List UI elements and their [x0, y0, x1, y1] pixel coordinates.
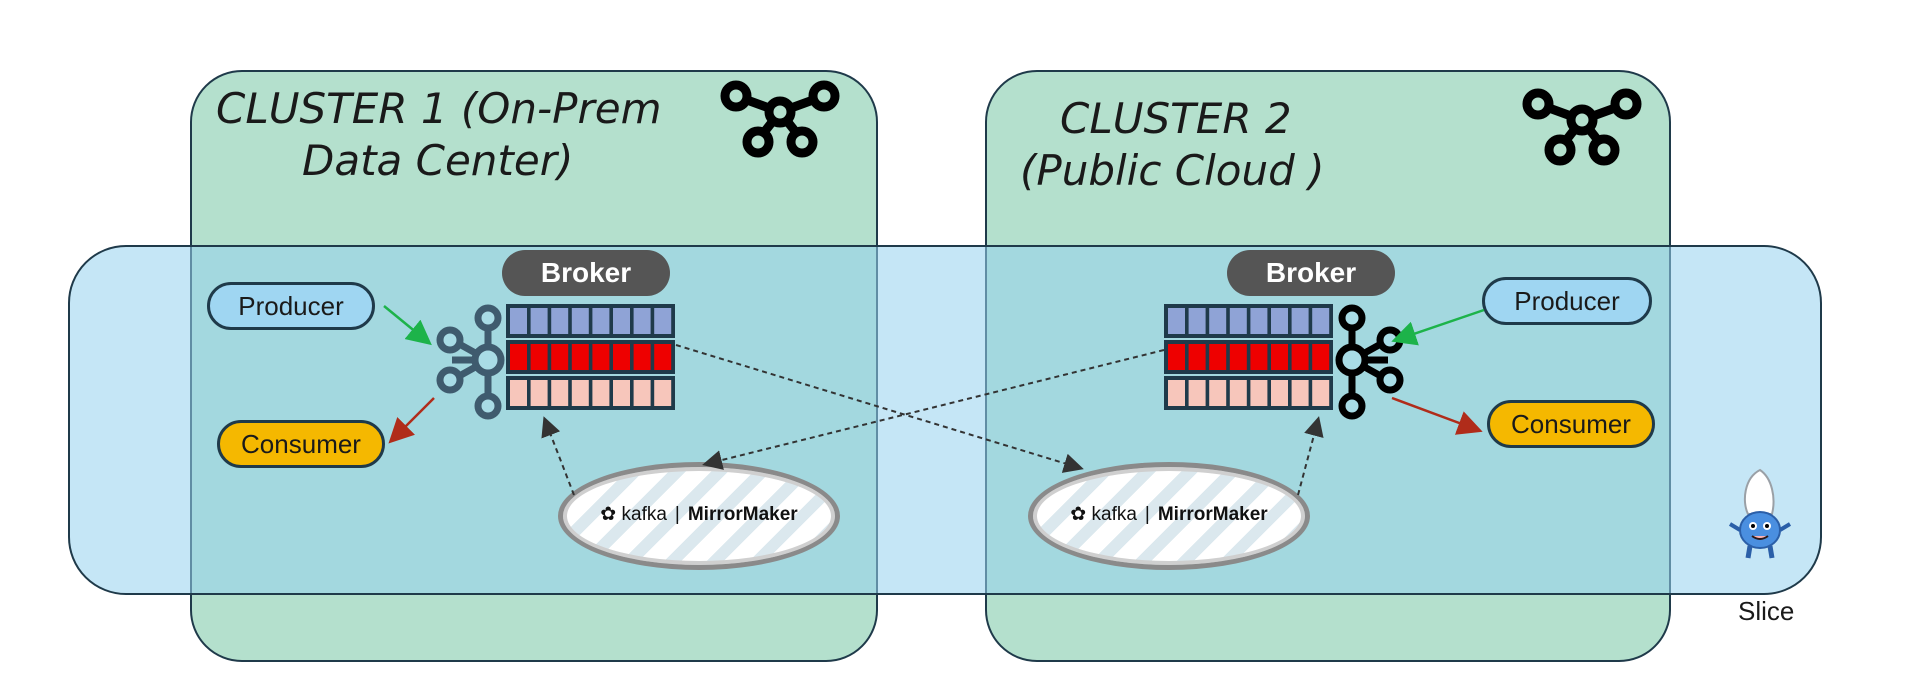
- broker-right-label: Broker: [1227, 250, 1395, 296]
- partition-cell: [1291, 380, 1309, 406]
- partition-cell: [510, 380, 527, 406]
- partition-cell: [1250, 344, 1268, 370]
- partition-cell: [1250, 308, 1268, 334]
- cluster-1-title-line1: CLUSTER 1 (On-Prem: [216, 84, 662, 133]
- partition-cell: [654, 344, 672, 370]
- broker-left-partitions: [506, 304, 675, 410]
- partition-cell: [1188, 308, 1206, 334]
- partition-cell: [1209, 380, 1227, 406]
- cluster-2-title-line2: (Public Cloud ): [1020, 146, 1325, 195]
- kafka-small-icon: ✿: [600, 504, 617, 525]
- partition-cell: [1229, 344, 1247, 370]
- consumer-left: Consumer: [217, 420, 385, 468]
- arrow-left-mm-to-broker: [541, 416, 575, 496]
- mm-sep: |: [1144, 504, 1150, 525]
- partition-cell: [530, 344, 548, 370]
- partition-cell: [592, 308, 610, 334]
- partition-cell: [1291, 308, 1309, 334]
- broker-left-label: Broker: [502, 250, 670, 296]
- partition-cell: [1168, 380, 1185, 406]
- arrow-right-broker-to-left-mm: [702, 349, 1165, 470]
- partition-cell: [1312, 380, 1330, 406]
- producer-right: Producer: [1482, 277, 1652, 325]
- mirrormaker-left: ✿ kafka | MirrorMaker: [558, 462, 840, 570]
- partition-cell: [1271, 380, 1288, 406]
- partition-cell: [1312, 308, 1330, 334]
- cluster-2-title-line1: CLUSTER 2: [1060, 94, 1292, 143]
- mm-name: MirrorMaker: [687, 504, 798, 525]
- kafka-hub-icon-right: [1335, 304, 1404, 420]
- partition-cell: [1168, 308, 1185, 334]
- arrow-producer-right: [1391, 308, 1485, 346]
- partition-cell: [530, 308, 548, 334]
- mirrormaker-left-label: ✿ kafka | MirrorMaker: [563, 503, 835, 526]
- arrow-right-mm-to-broker: [1297, 416, 1324, 496]
- partition-cell: [1188, 344, 1206, 370]
- partition-cell: [1250, 380, 1268, 406]
- partition-cell: [613, 380, 630, 406]
- partition-cell: [1291, 344, 1309, 370]
- mm-name: MirrorMaker: [1157, 504, 1268, 525]
- partition-cell: [1168, 344, 1185, 370]
- partition-cell: [633, 344, 651, 370]
- partition-cell: [530, 380, 548, 406]
- arrow-left-broker-to-right-mm: [675, 344, 1084, 473]
- partition-cell: [1209, 308, 1227, 334]
- partition-cell: [571, 380, 589, 406]
- partition-cell: [1271, 344, 1288, 370]
- slice-label: Slice: [1738, 596, 1795, 626]
- partition-cell: [571, 308, 589, 334]
- mm-kafka-text: kafka: [1091, 504, 1137, 525]
- consumer-right: Consumer: [1487, 400, 1655, 448]
- partition-cell: [654, 380, 672, 406]
- slice-mascot-icon: [1728, 468, 1792, 559]
- partition-cell: [592, 344, 610, 370]
- partition-cell: [613, 308, 630, 334]
- partition-cell: [654, 308, 672, 334]
- arrow-consumer-left: [388, 397, 435, 444]
- kafka-logo-icon: [720, 80, 840, 158]
- partition-cell: [571, 344, 589, 370]
- partition-cell: [510, 344, 527, 370]
- partition-cell: [551, 344, 569, 370]
- mm-sep: |: [674, 504, 680, 525]
- kafka-hub-icon-left: [436, 304, 505, 420]
- mirrormaker-right: ✿ kafka | MirrorMaker: [1028, 462, 1310, 570]
- mirrormaker-right-label: ✿ kafka | MirrorMaker: [1033, 503, 1305, 526]
- partition-cell: [1229, 380, 1247, 406]
- kafka-small-icon: ✿: [1070, 504, 1087, 525]
- partition-cell: [1271, 308, 1288, 334]
- partition-cell: [551, 380, 569, 406]
- partition-cell: [510, 308, 527, 334]
- partition-cell: [551, 308, 569, 334]
- partition-cell: [1188, 380, 1206, 406]
- partition-cell: [613, 344, 630, 370]
- cluster-1-title-line2: Data Center): [302, 136, 574, 185]
- arrow-producer-left: [383, 305, 432, 346]
- partition-cell: [633, 308, 651, 334]
- broker-right-partitions: [1164, 304, 1333, 410]
- mm-kafka-text: kafka: [621, 504, 667, 525]
- partition-cell: [1209, 344, 1227, 370]
- partition-cell: [1229, 308, 1247, 334]
- partition-cell: [592, 380, 610, 406]
- producer-left: Producer: [207, 282, 375, 330]
- partition-cell: [1312, 344, 1330, 370]
- kafka-logo-icon: [1522, 88, 1642, 166]
- partition-cell: [633, 380, 651, 406]
- arrow-consumer-right: [1391, 396, 1483, 435]
